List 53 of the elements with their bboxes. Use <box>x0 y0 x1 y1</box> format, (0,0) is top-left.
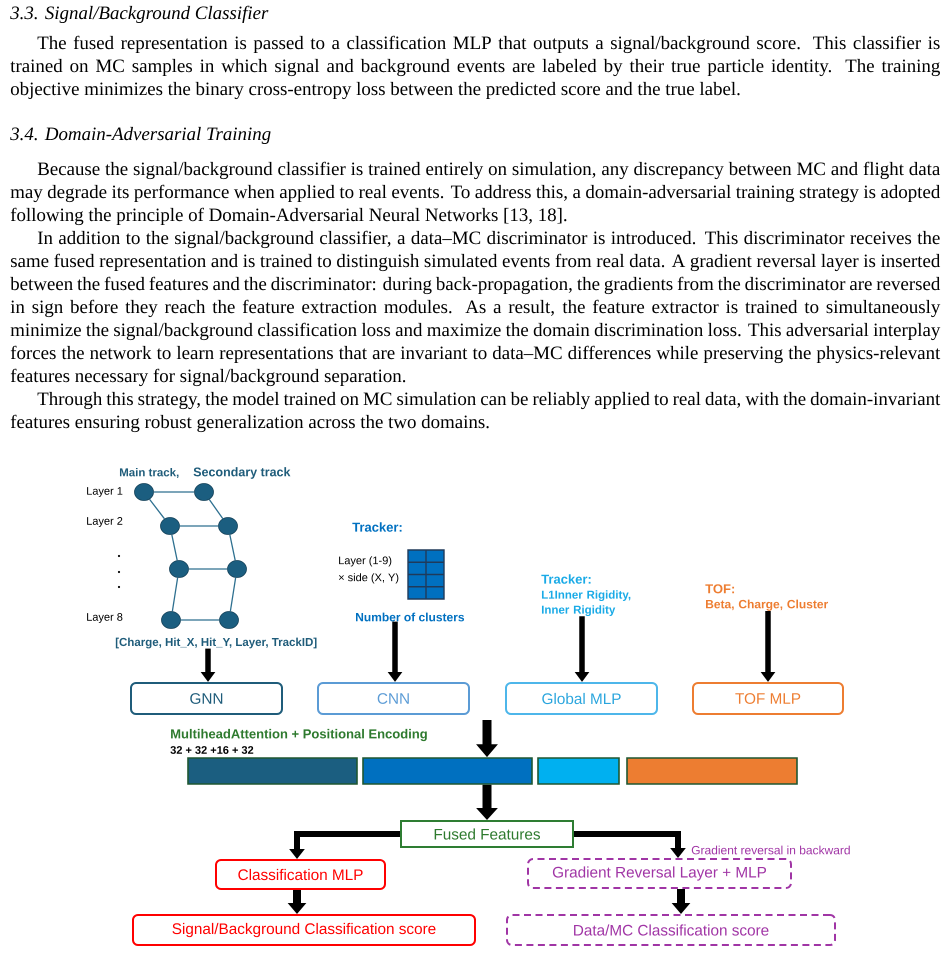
feature-list: [Charge, Hit_X, Hit_Y, Layer, TrackID] <box>116 638 317 648</box>
input-description: L1Inner Rigidity, Inner Rigidity <box>542 590 630 616</box>
graph-edge <box>208 499 224 519</box>
track-label: Main track, <box>120 468 178 478</box>
input-description: Layer (1-9) × side (X, Y) <box>338 556 398 584</box>
feature-bar <box>362 757 533 785</box>
graph-edge <box>188 568 228 570</box>
layer-label: Layer 2 <box>87 517 122 527</box>
module-box: CNN <box>317 682 470 715</box>
input-heading: Tracker: <box>541 574 591 584</box>
graph-edge <box>230 578 236 612</box>
module-box: Global MLP <box>505 682 658 715</box>
graph-node <box>160 517 180 535</box>
feature-bar <box>626 757 798 785</box>
paragraph: The fused representation is passed to a classification MLP that outputs a signal/background score. This classifier is trained on MC samples in which signal and background events are labeled by their true particle identity. The training objective minimizes the binary cross-entropy loss between the predicted score and the true label. <box>10 36 940 100</box>
graph-node <box>134 483 154 501</box>
module-box: TOF MLP <box>692 682 844 715</box>
graph-node <box>169 560 189 578</box>
output-box: Signal/Background Classification score <box>132 914 476 946</box>
graph-edge <box>149 498 165 520</box>
output-box: Data/MC Classification score <box>506 914 836 946</box>
edge-label: Gradient reversal in backward <box>690 844 852 856</box>
graph-edge <box>154 491 194 493</box>
feature-bar <box>187 757 358 785</box>
graph-edge <box>180 619 220 621</box>
graph-edge <box>171 534 178 560</box>
graph-node <box>194 483 214 501</box>
input-description: Beta, Charge, Cluster <box>706 600 828 611</box>
attention-label: MultiheadAttention + Positional Encoding <box>171 728 427 742</box>
dimension-label: 32 + 32 +16 + 32 <box>170 746 254 754</box>
graph-node <box>219 611 239 629</box>
section-heading: 3.4. Domain-Adversarial Training <box>10 126 271 144</box>
section-heading: 3.3. Signal/Background Classifier <box>10 6 268 24</box>
process-box: Fused Features <box>400 820 574 848</box>
track-label: Secondary track <box>194 467 290 479</box>
input-label: Number of clusters <box>356 612 464 622</box>
paragraph: In addition to the signal/background classifier, a data–MC discriminator is introduced. This discriminator receives the same fused representation and is trained to distinguish simulated events from real data. A gradient reversal layer is inserted between the fused features and the discriminator: during back-propagation, the gradients from the discriminator are reversed in sign before they reach the feature extraction modules. As a result, the feature extractor is trained to simultaneously minimize the signal/background classification loss and maximize the domain discrimination loss. This adversarial interplay forces the network to learn representations that are invariant to data–MC differences while preserving the physics-relevant features necessary for signal/background separation. <box>10 230 940 386</box>
graph-edge <box>229 534 236 560</box>
module-box: GNN <box>130 682 283 715</box>
layer-label: Layer 1 <box>87 487 122 497</box>
paragraph: Through this strategy, the model trained on MC simulation can be reliably applied to real data, with the domain-invariant features ensuring robust generalization across the two domains. <box>10 392 940 432</box>
input-heading: TOF: <box>705 584 734 594</box>
feature-bar <box>537 757 620 785</box>
layer-label: Layer 8 <box>87 613 122 623</box>
graph-edge <box>172 578 178 612</box>
input-heading: Tracker: <box>352 522 402 532</box>
graph-edge <box>180 525 218 527</box>
paragraph: Because the signal/background classifier is trained entirely on simulation, any discrepancy between MC and flight data may degrade its performance when applied to real events. To address this, a domain-adversarial training strategy is adopted following the principle of Domain-Adversarial Neural Networks [13, 18]. <box>10 162 940 226</box>
graph-node <box>227 560 247 578</box>
graph-node <box>161 611 181 629</box>
classifier-box: Gradient Reversal Layer + MLP <box>527 858 792 889</box>
graph-node <box>218 517 238 535</box>
classifier-box: Classification MLP <box>215 859 386 890</box>
